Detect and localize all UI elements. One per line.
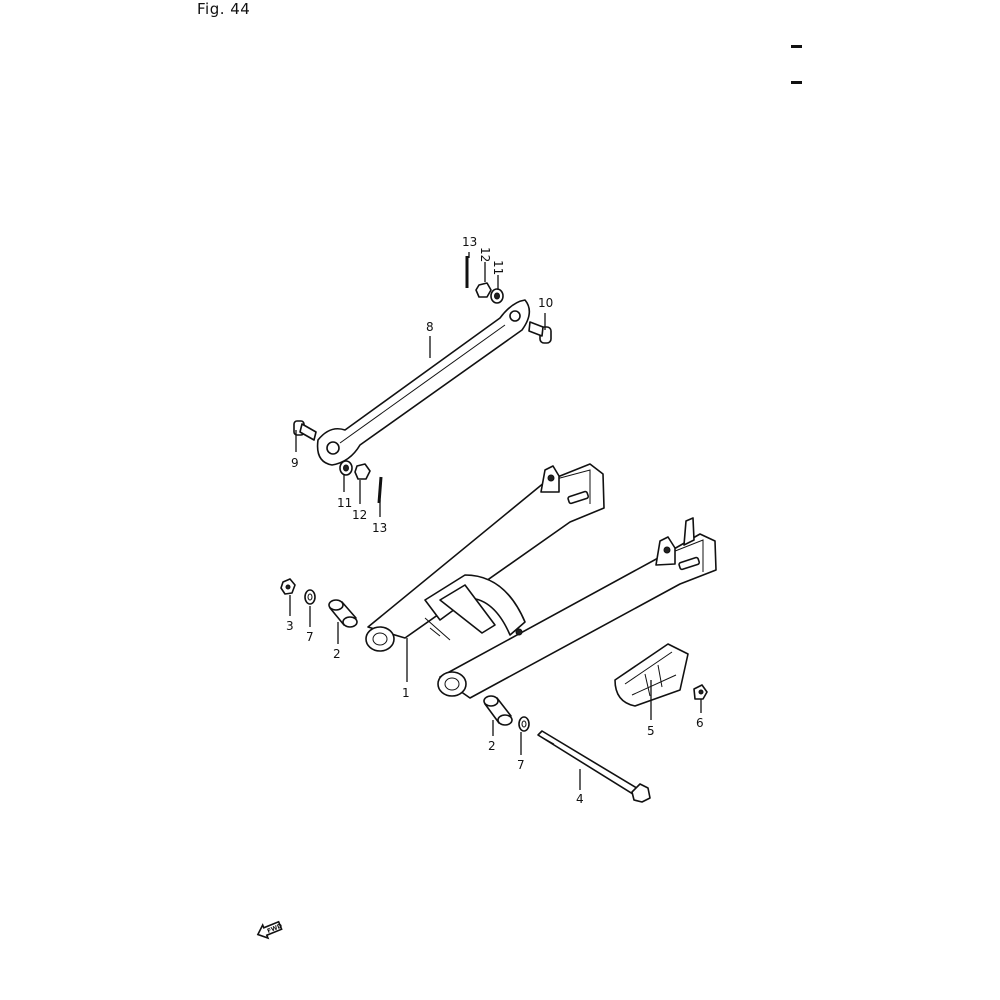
bolt-10 [528, 321, 552, 344]
callout-12-lower: 12 [352, 508, 367, 522]
lower-fasteners [339, 460, 383, 504]
callout-13-upper: 13 [462, 235, 477, 249]
callout-11-upper: 11 [491, 260, 505, 275]
bushing-2-left [328, 599, 358, 628]
callout-2-right: 2 [488, 739, 496, 753]
callout-7-right: 7 [517, 758, 525, 772]
swing-arm [365, 463, 717, 699]
chain-guard-5 [614, 643, 689, 707]
callout-6: 6 [696, 716, 704, 730]
upper-fasteners [465, 256, 504, 304]
fwd-label: FWD [266, 923, 283, 935]
callout-7-left: 7 [306, 630, 314, 644]
callout-1: 1 [402, 686, 410, 700]
washer-7-right [518, 716, 530, 732]
callout-4: 4 [576, 792, 584, 806]
washer-7-left [304, 589, 316, 605]
torque-link-arm [316, 299, 531, 466]
callout-8: 8 [426, 320, 434, 334]
figure-title: Fig. 44 [197, 0, 251, 18]
callout-11-lower: 11 [337, 496, 352, 510]
pivot-shaft-4 [537, 730, 651, 803]
callout-10: 10 [538, 296, 553, 310]
nut-3 [280, 578, 296, 595]
bushing-2-right [483, 695, 513, 726]
callout-3: 3 [286, 619, 294, 633]
fwd-arrow-icon: FWD [256, 920, 283, 940]
leader-lines [289, 252, 702, 790]
callout-5: 5 [647, 724, 655, 738]
header-dash-1 [791, 45, 802, 48]
bolt-9 [293, 420, 317, 441]
header-dash-2 [791, 81, 802, 84]
callout-9: 9 [291, 456, 299, 470]
callout-2-left: 2 [333, 647, 341, 661]
callout-13-lower: 13 [372, 521, 387, 535]
callout-12-upper: 12 [478, 247, 492, 262]
screw-6 [693, 684, 708, 700]
